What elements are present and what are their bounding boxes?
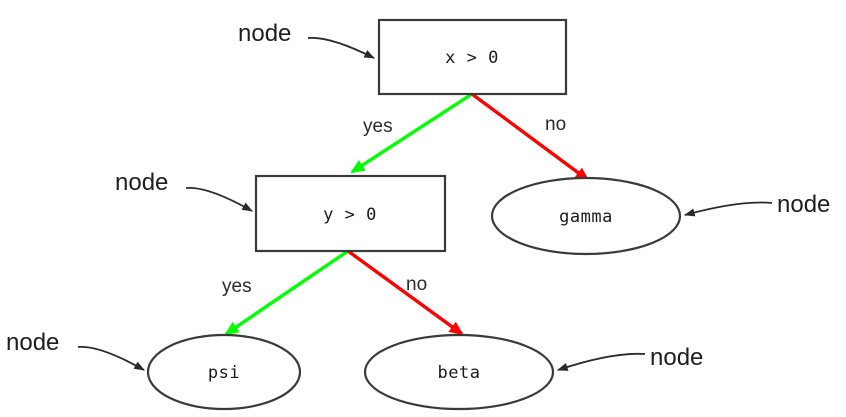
node-inner-label: y > 0: [323, 205, 377, 225]
node-psi[interactable]: psi: [146, 333, 302, 411]
node-gamma[interactable]: gamma: [490, 176, 682, 256]
callout-inner: node: [115, 169, 253, 212]
node-gamma-ellipse: [490, 176, 682, 256]
callout-gamma: node: [683, 191, 830, 218]
callout-gamma-label: node: [777, 191, 830, 218]
callout-beta-leader-line: [556, 352, 646, 371]
callout-psi: node: [6, 329, 145, 371]
node-root[interactable]: x > 0: [377, 18, 568, 96]
edge-inner-to-beta-no: [346, 249, 464, 336]
node-beta[interactable]: beta: [363, 333, 555, 411]
node-inner-box: [254, 174, 447, 253]
callout-beta: node: [556, 344, 703, 371]
callout-root: node: [238, 20, 375, 59]
node-root-label: x > 0: [445, 48, 499, 68]
callout-gamma-leader-line: [683, 201, 773, 217]
edge-label-inner-no: no: [406, 274, 427, 295]
edge-inner-to-psi-yes: [224, 249, 349, 336]
edge-label-root-no: no: [545, 114, 566, 135]
edge-root-to-inner-yes: [350, 92, 473, 174]
node-psi-ellipse: [146, 333, 302, 411]
node-gamma-label: gamma: [559, 207, 613, 227]
callout-inner-leader-line: [185, 186, 253, 212]
edge-root-to-gamma-no: [470, 92, 590, 182]
callout-beta-label: node: [650, 344, 703, 371]
node-beta-ellipse: [363, 333, 555, 411]
node-inner[interactable]: y > 0: [254, 174, 447, 253]
callout-psi-label: node: [6, 329, 59, 356]
callout-root-label: node: [238, 20, 291, 47]
node-psi-label: psi: [208, 363, 240, 383]
edge-label-root-yes: yes: [363, 116, 393, 137]
edge-label-inner-yes: yes: [222, 276, 252, 297]
node-beta-label: beta: [438, 363, 481, 383]
callout-psi-leader-line: [77, 345, 145, 371]
callout-root-leader-line: [307, 36, 375, 59]
node-root-box: [377, 18, 568, 96]
callout-inner-label: node: [115, 169, 168, 196]
